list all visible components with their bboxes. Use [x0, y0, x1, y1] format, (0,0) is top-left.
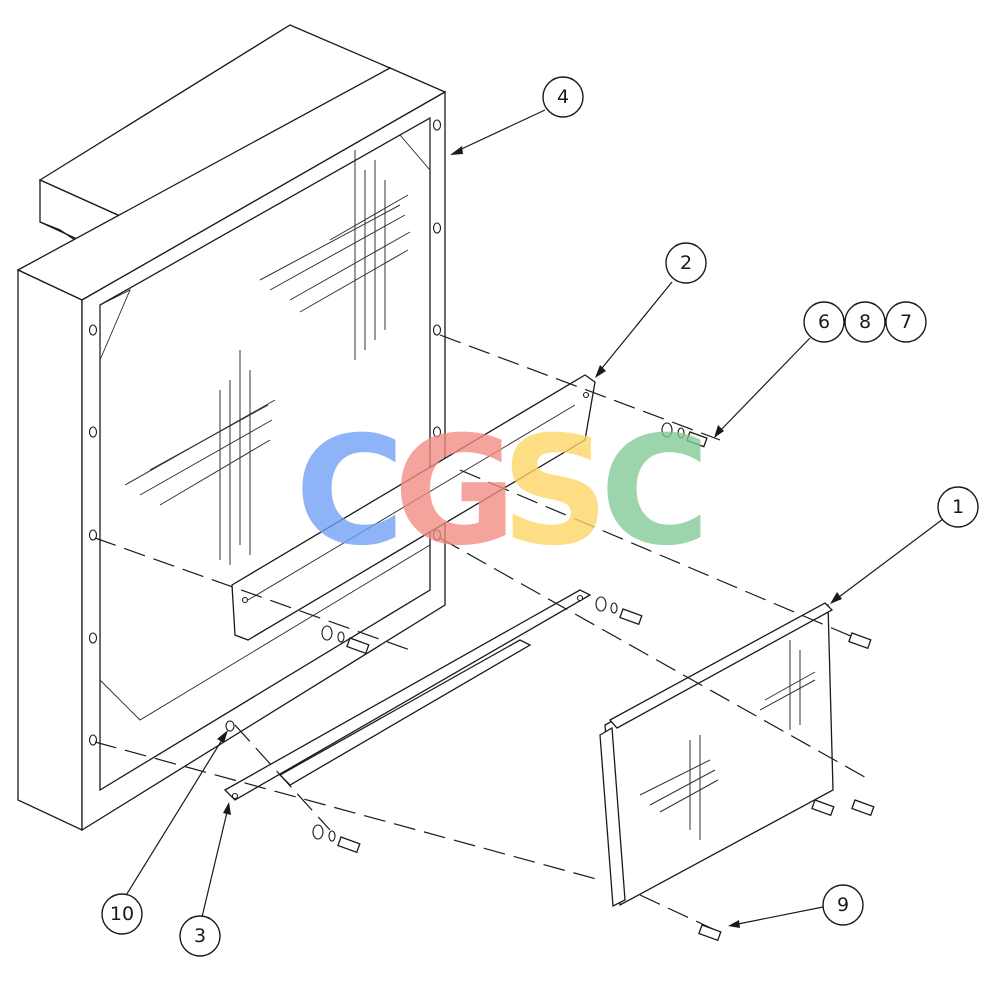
upper-bracket	[231, 374, 596, 641]
callout-balloon-8: 8	[844, 301, 886, 343]
callout-label-2: 2	[680, 252, 692, 274]
lower-strap	[223, 589, 592, 801]
callout-balloon-7: 7	[885, 301, 927, 343]
callout-label-1: 1	[952, 496, 964, 518]
watermark-letter-c2: C	[600, 405, 710, 579]
callout-leaders	[124, 109, 944, 928]
watermark-letter-s: S	[501, 405, 609, 579]
callout-balloon-9: 9	[822, 884, 864, 926]
callout-balloon-1: 1	[937, 486, 979, 528]
callout-label-3: 3	[194, 925, 206, 947]
assembly-center-lines	[94, 334, 871, 931]
callout-balloon-4: 4	[542, 76, 584, 118]
watermark-logo: C G S C	[295, 405, 710, 579]
callout-label-8: 8	[859, 311, 871, 333]
callout-label-7: 7	[900, 311, 912, 333]
callout-balloon-6: 6	[803, 301, 845, 343]
callout-label-10: 10	[110, 903, 134, 925]
oil-cooler	[599, 602, 834, 908]
callout-balloon-2: 2	[665, 242, 707, 284]
callout-label-6: 6	[818, 311, 830, 333]
watermark-letter-g: G	[393, 405, 516, 579]
callout-balloon-10: 10	[101, 893, 143, 935]
callout-label-9: 9	[837, 894, 849, 916]
fastener-set	[225, 422, 875, 942]
callout-balloon-3: 3	[179, 915, 221, 957]
callout-label-4: 4	[557, 86, 569, 108]
watermark-letter-c1: C	[295, 405, 405, 579]
